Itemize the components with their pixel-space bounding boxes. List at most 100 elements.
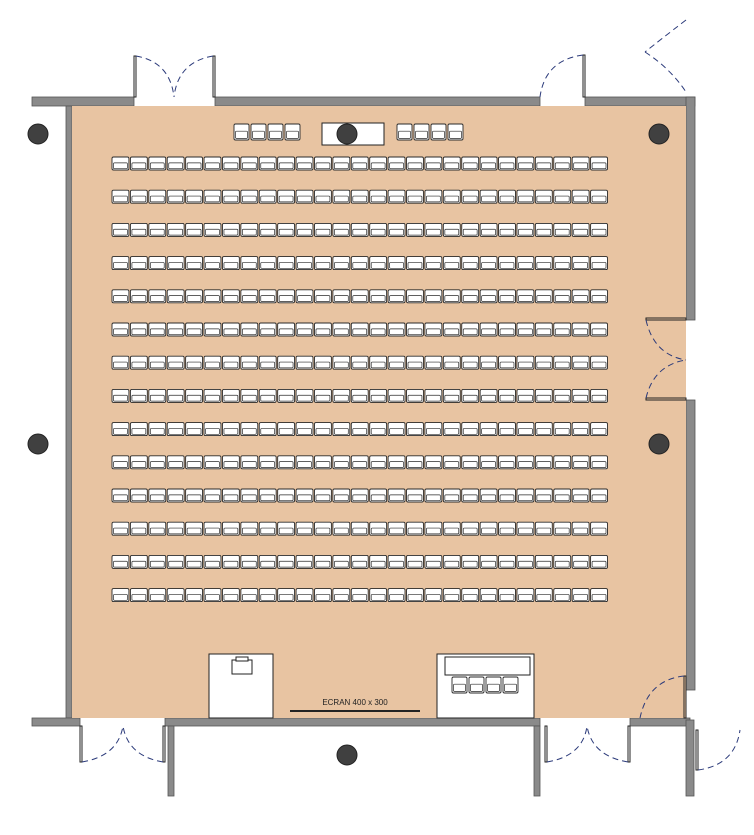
seat[interactable] <box>498 322 516 337</box>
seat[interactable] <box>314 222 332 237</box>
seat[interactable] <box>424 521 443 536</box>
seat[interactable] <box>332 355 351 370</box>
seat[interactable] <box>442 422 461 437</box>
seat[interactable] <box>442 388 461 403</box>
seat[interactable] <box>424 455 443 470</box>
seat[interactable] <box>203 388 222 403</box>
seat[interactable] <box>277 422 296 437</box>
seat[interactable] <box>332 256 351 271</box>
seat[interactable] <box>571 322 590 337</box>
seat[interactable] <box>553 355 572 370</box>
seat[interactable] <box>387 388 406 403</box>
seat[interactable] <box>571 588 590 603</box>
seat[interactable] <box>369 588 388 603</box>
seat[interactable] <box>332 289 351 304</box>
seat[interactable] <box>111 455 130 470</box>
seat[interactable] <box>590 388 608 403</box>
seat[interactable] <box>314 189 332 204</box>
seat[interactable] <box>221 222 240 237</box>
seat[interactable] <box>185 189 203 204</box>
seat[interactable] <box>553 588 572 603</box>
seat[interactable] <box>369 156 388 171</box>
seat[interactable] <box>332 422 351 437</box>
seat[interactable] <box>461 521 480 536</box>
seat[interactable] <box>221 156 240 171</box>
seat[interactable] <box>332 322 351 337</box>
head-table-seat[interactable] <box>396 123 413 141</box>
seat[interactable] <box>350 455 369 470</box>
seat[interactable] <box>240 256 259 271</box>
seat[interactable] <box>350 256 369 271</box>
seat[interactable] <box>516 322 535 337</box>
seat[interactable] <box>387 588 406 603</box>
seat[interactable] <box>369 554 388 569</box>
seat[interactable] <box>442 521 461 536</box>
seat[interactable] <box>203 156 222 171</box>
seat[interactable] <box>516 156 535 171</box>
seat[interactable] <box>424 388 443 403</box>
seat[interactable] <box>185 256 203 271</box>
seat[interactable] <box>534 488 553 503</box>
seat[interactable] <box>387 422 406 437</box>
seat[interactable] <box>148 289 167 304</box>
seat[interactable] <box>498 189 516 204</box>
seat[interactable] <box>314 388 332 403</box>
seat[interactable] <box>240 455 259 470</box>
seat[interactable] <box>387 222 406 237</box>
seat[interactable] <box>258 388 277 403</box>
seat[interactable] <box>516 554 535 569</box>
seat[interactable] <box>314 256 332 271</box>
seat[interactable] <box>240 289 259 304</box>
seat[interactable] <box>258 256 277 271</box>
seat[interactable] <box>277 488 296 503</box>
seat[interactable] <box>277 256 296 271</box>
seat[interactable] <box>424 222 443 237</box>
seat[interactable] <box>479 222 498 237</box>
seat[interactable] <box>590 455 608 470</box>
seat[interactable] <box>534 388 553 403</box>
seat[interactable] <box>258 521 277 536</box>
seat[interactable] <box>166 256 185 271</box>
seat[interactable] <box>590 355 608 370</box>
seat[interactable] <box>571 256 590 271</box>
seat[interactable] <box>295 256 314 271</box>
seat[interactable] <box>553 289 572 304</box>
seat[interactable] <box>166 156 185 171</box>
seat[interactable] <box>111 488 130 503</box>
seat[interactable] <box>277 521 296 536</box>
seat[interactable] <box>442 488 461 503</box>
seat[interactable] <box>534 554 553 569</box>
seat[interactable] <box>240 355 259 370</box>
seat[interactable] <box>111 256 130 271</box>
seat[interactable] <box>387 521 406 536</box>
seat[interactable] <box>221 388 240 403</box>
seat[interactable] <box>350 322 369 337</box>
seat[interactable] <box>590 588 608 603</box>
seat[interactable] <box>203 521 222 536</box>
seat[interactable] <box>111 289 130 304</box>
seat[interactable] <box>498 388 516 403</box>
seat[interactable] <box>461 388 480 403</box>
seat[interactable] <box>166 455 185 470</box>
seat[interactable] <box>406 222 424 237</box>
seat[interactable] <box>166 322 185 337</box>
seat[interactable] <box>129 289 148 304</box>
seat[interactable] <box>461 422 480 437</box>
seat[interactable] <box>129 322 148 337</box>
seat[interactable] <box>277 388 296 403</box>
seat[interactable] <box>479 521 498 536</box>
seat[interactable] <box>516 189 535 204</box>
seat[interactable] <box>534 189 553 204</box>
seat[interactable] <box>221 256 240 271</box>
seat[interactable] <box>258 289 277 304</box>
seat[interactable] <box>129 588 148 603</box>
seat[interactable] <box>516 222 535 237</box>
seat[interactable] <box>387 322 406 337</box>
seat[interactable] <box>571 156 590 171</box>
seat[interactable] <box>498 521 516 536</box>
seat[interactable] <box>498 156 516 171</box>
head-table-seat[interactable] <box>267 123 284 141</box>
seat[interactable] <box>424 156 443 171</box>
seat[interactable] <box>221 422 240 437</box>
seat[interactable] <box>240 156 259 171</box>
